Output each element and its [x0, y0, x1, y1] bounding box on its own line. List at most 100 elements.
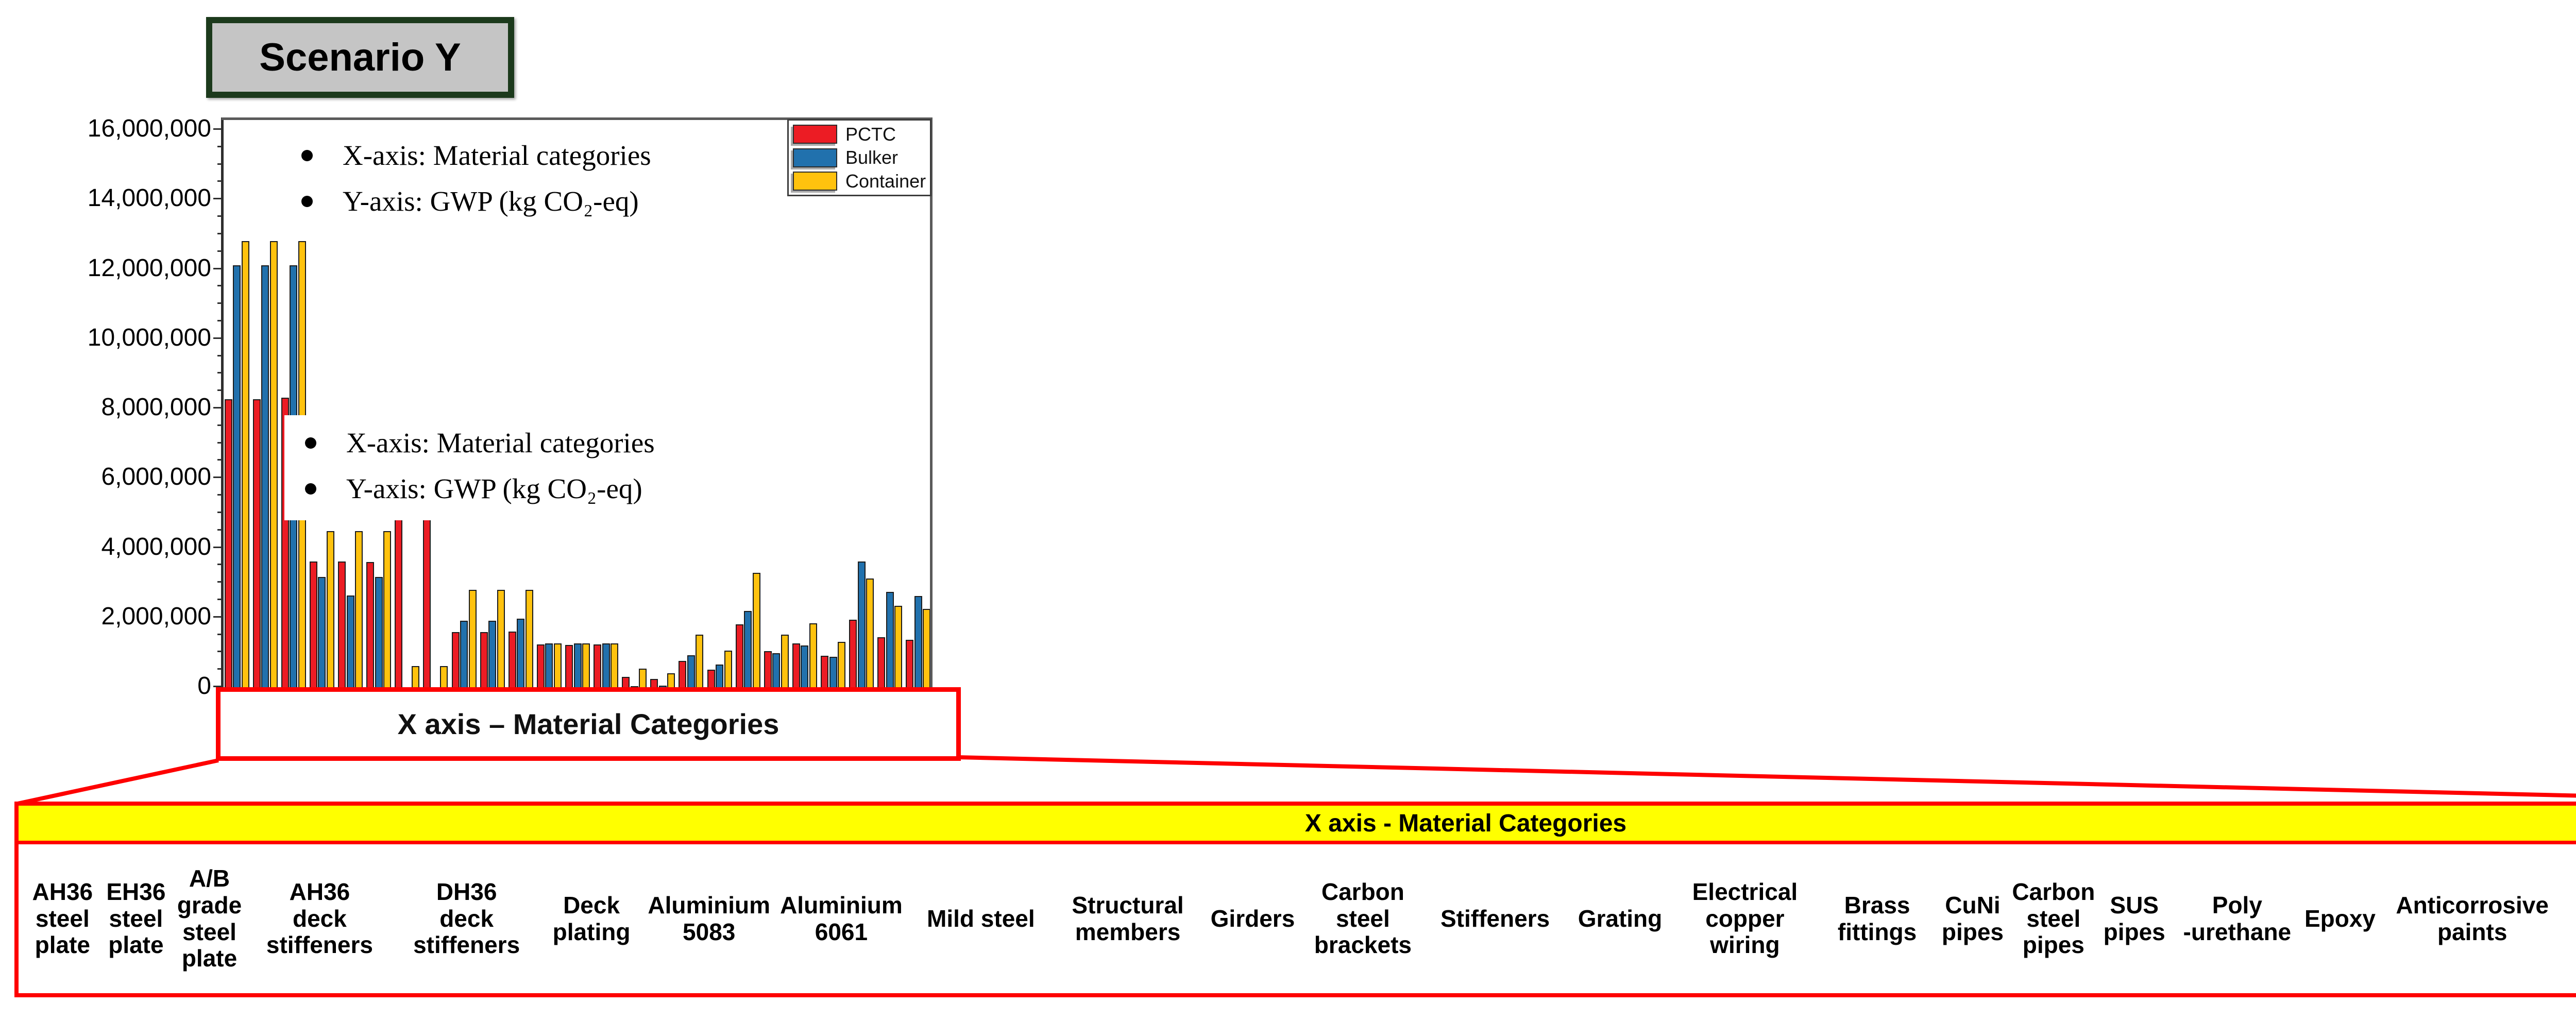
bar-bulker-girders [517, 619, 525, 690]
y-major-tick [213, 546, 223, 548]
y-tick-label: 2,000,000 [101, 602, 211, 630]
bar-pctc-aluminium-5083 [395, 509, 403, 690]
y-tick-label: 16,000,000 [87, 115, 211, 142]
y-major-tick [213, 198, 223, 200]
bar-pctc-ah36-steel-plate [224, 399, 232, 690]
banner-category-line: DH36 [436, 878, 497, 906]
banner-category-line: steel [35, 905, 90, 932]
banner-category-line: Carbon [2012, 878, 2095, 906]
bar-container-carbon-steel-brackets [553, 643, 562, 690]
bar-bulker-cables [914, 596, 922, 690]
banner-category-line: stiffeners [413, 931, 520, 959]
y-tick-label: 8,000,000 [101, 394, 211, 421]
banner-category-line: -urethane [2183, 918, 2292, 945]
bar-pctc-girders [508, 632, 516, 690]
bar-pctc-carbon-steel-brackets [536, 644, 545, 690]
bar-bulker-structural-members [488, 621, 497, 690]
y-minor-tick [217, 285, 223, 287]
bar-bulker-poly-urethane [772, 653, 781, 690]
y-major-tick [213, 128, 223, 130]
bar-bulker-ventilation-units [857, 561, 866, 690]
axis-note-middle: X-axis: Material categories Y-axis: GWP … [284, 415, 779, 520]
legend-swatch-icon [793, 172, 837, 191]
y-minor-tick [217, 302, 223, 304]
legend-swatch-icon [793, 148, 837, 167]
banner-category-line: steel [109, 905, 163, 932]
banner-category-line: pipes [2103, 918, 2165, 945]
bar-pctc-cuni-pipes [679, 661, 687, 690]
y-major-tick [213, 407, 223, 409]
bar-bulker-epoxy [801, 645, 809, 690]
y-minor-tick [217, 564, 223, 566]
banner-category-grating: Grating [1569, 905, 1672, 932]
bar-bulker-carbon-steel-brackets [545, 643, 553, 690]
banner-category-line: Aluminium [648, 891, 771, 918]
bar-container-carbon-steel-pipes [724, 651, 732, 690]
y-minor-tick [217, 424, 223, 426]
banner-category-line: Girders [1210, 905, 1295, 932]
y-minor-tick [217, 145, 223, 147]
banner-category-line: deck [293, 905, 347, 932]
bar-pctc-stiffeners [565, 645, 573, 690]
banner-category-line: Mild steel [927, 905, 1035, 932]
y-minor-tick [217, 180, 223, 182]
banner-category-line: SUS [2110, 891, 2159, 918]
banner-category-line: 6061 [815, 918, 868, 945]
y-minor-tick [217, 232, 223, 234]
banner-category-line: Epoxy [2304, 905, 2376, 932]
bullet-icon [301, 195, 313, 207]
bullet-icon [305, 437, 316, 449]
legend-item-pctc: PCTC [793, 123, 926, 145]
banner-category-line: grade [177, 891, 242, 918]
y-major-tick [213, 267, 223, 269]
bar-pctc-grating [594, 644, 602, 690]
banner-category-line: plate [181, 945, 238, 972]
legend-label: Bulker [845, 147, 899, 168]
x-axis-callout-box: X axis – Material Categories [216, 687, 961, 761]
y-minor-tick [217, 668, 223, 670]
y-minor-tick [217, 633, 223, 635]
banner-category-line: EH36 [106, 878, 166, 906]
bar-container-ventilation-units [866, 578, 874, 690]
bar-pctc-poly-urethane [764, 651, 772, 690]
banner-category-line: Anticorrosive [2396, 891, 2549, 918]
axis-note-top: X-axis: Material categories Y-axis: GWP … [301, 139, 651, 217]
bar-pctc-structural-members [480, 632, 488, 690]
y-minor-tick [217, 511, 223, 513]
bar-container-ah36-deck-stiffeners [326, 531, 334, 690]
banner-category-line: steel [2026, 905, 2081, 932]
banner-category-line: Deck [563, 891, 620, 918]
banner-category-line: Grating [1578, 905, 1663, 932]
plot-border-top [222, 117, 933, 120]
y-major-tick [213, 616, 223, 618]
axis-note-row: X-axis: Material categories [301, 139, 651, 172]
banner-category-line: steel [1335, 905, 1390, 932]
banner-title: X axis - Material Categories [19, 806, 2576, 844]
bar-container-anticorrosive-paints [838, 642, 846, 690]
banner-category-line: 5083 [683, 918, 736, 945]
banner-category-line: wiring [1710, 931, 1780, 959]
y-major-tick [213, 686, 223, 687]
bar-bulker-ramp-motors [886, 592, 894, 690]
y-minor-tick [217, 651, 223, 653]
banner-category-line: pipes [2022, 931, 2084, 959]
bar-container-dh36-deck-stiffeners [355, 531, 363, 690]
banner-category-line: copper [1705, 905, 1785, 932]
bar-bulker-dh36-deck-stiffeners [346, 595, 354, 690]
zoom-line-right [958, 755, 2576, 798]
y-tick-label: 4,000,000 [101, 533, 211, 560]
banner-category-ventilation-units: Ventilationunits [2568, 892, 2576, 945]
bar-container-epoxy [809, 623, 817, 690]
banner-category-line: members [1075, 918, 1181, 945]
